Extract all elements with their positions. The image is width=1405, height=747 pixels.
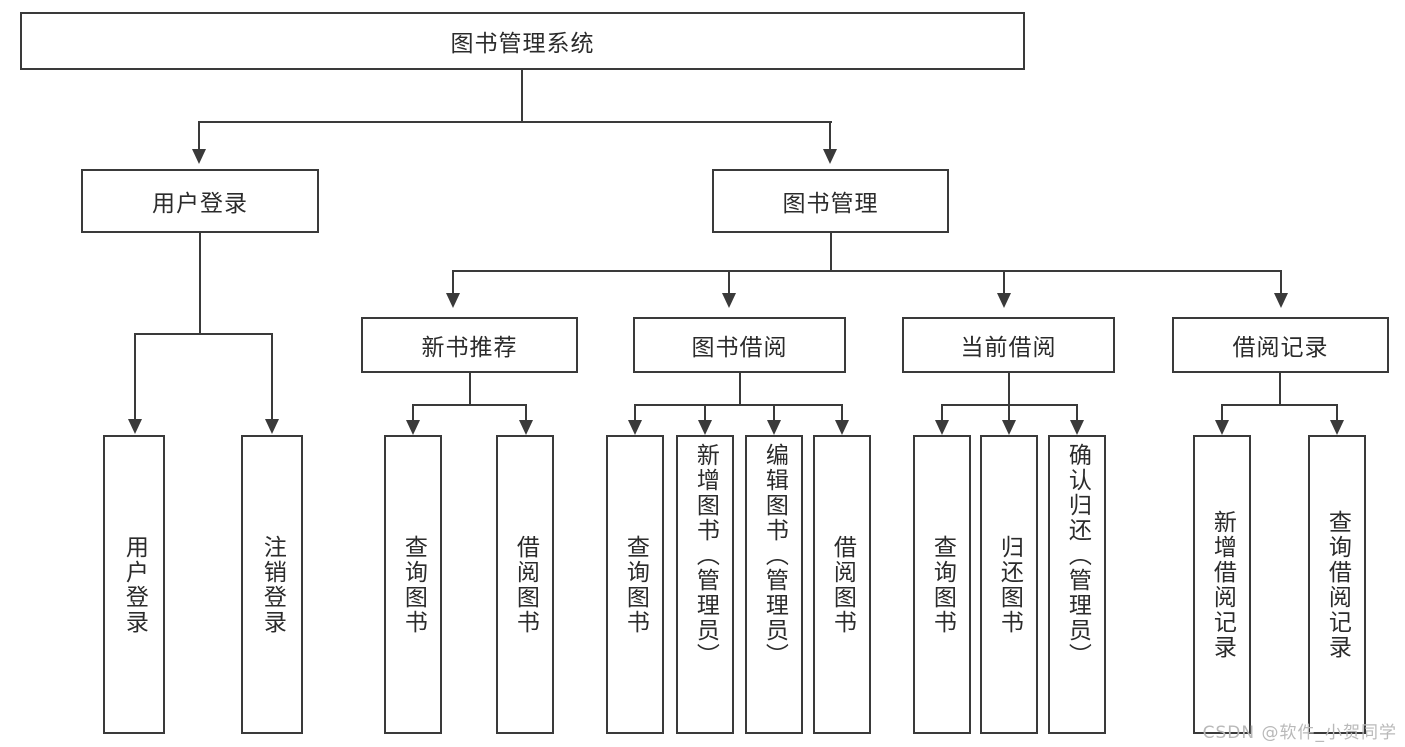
connector-user-login-drop-1 — [134, 333, 136, 419]
connector-bb-drop-3 — [773, 404, 775, 420]
connector-user-login-bus — [134, 333, 273, 335]
arrow-to-leaf-add-book — [698, 420, 712, 435]
node-current-borrow[interactable]: 当前借阅 — [902, 317, 1115, 373]
node-leaf-confirm-return-label: 确认归还（管理员） — [1064, 443, 1091, 668]
node-leaf-query-book-3[interactable]: 查询图书 — [913, 435, 971, 734]
node-borrow-record-label: 借阅记录 — [1232, 335, 1329, 361]
arrow-to-leaf-query-record — [1330, 420, 1344, 435]
arrow-to-leaf-borrow-book-2 — [835, 420, 849, 435]
connector-book-manage-drop-4 — [1280, 270, 1282, 293]
connector-bb-drop-1 — [634, 404, 636, 420]
node-root-label: 图书管理系统 — [450, 31, 595, 57]
node-user-login[interactable]: 用户登录 — [81, 169, 319, 233]
connector-br-drop-1 — [1221, 404, 1223, 420]
node-leaf-return-book[interactable]: 归还图书 — [980, 435, 1038, 734]
connector-book-manage-bus — [452, 270, 1282, 272]
arrow-to-leaf-query-book-1 — [406, 420, 420, 435]
connector-borrow-record-bus — [1221, 404, 1338, 406]
node-root[interactable]: 图书管理系统 — [20, 12, 1025, 70]
connector-root-drop-right — [829, 121, 831, 149]
arrow-to-leaf-logout — [265, 419, 279, 434]
connector-new-book-recommend-trunk — [469, 373, 471, 405]
csdn-watermark: CSDN @软件_小贺同学 — [1202, 723, 1397, 743]
connector-nbr-drop-1 — [412, 404, 414, 420]
connector-bb-drop-2 — [704, 404, 706, 420]
arrow-to-borrow-record — [1274, 293, 1288, 308]
node-new-book-recommend-label: 新书推荐 — [421, 335, 518, 361]
node-book-borrow-label: 图书借阅 — [691, 335, 788, 361]
node-leaf-query-book-2[interactable]: 查询图书 — [606, 435, 664, 734]
node-borrow-record[interactable]: 借阅记录 — [1172, 317, 1389, 373]
node-leaf-edit-book-label: 编辑图书（管理员） — [761, 443, 788, 668]
arrow-to-leaf-edit-book — [767, 420, 781, 435]
arrow-to-leaf-confirm-return — [1070, 420, 1084, 435]
node-leaf-query-book-1[interactable]: 查询图书 — [384, 435, 442, 734]
connector-br-drop-2 — [1336, 404, 1338, 420]
node-leaf-borrow-book-1[interactable]: 借阅图书 — [496, 435, 554, 734]
connector-borrow-record-trunk — [1279, 373, 1281, 405]
node-leaf-add-book-label: 新增图书（管理员） — [692, 443, 719, 668]
node-leaf-query-record[interactable]: 查询借阅记录 — [1308, 435, 1366, 734]
connector-user-login-trunk — [199, 233, 201, 334]
node-leaf-borrow-book-2-label: 借阅图书 — [829, 534, 856, 635]
connector-book-manage-drop-1 — [452, 270, 454, 293]
connector-book-borrow-trunk — [739, 373, 741, 405]
node-leaf-logout-label: 注销登录 — [259, 534, 286, 635]
node-book-manage-label: 图书管理 — [782, 191, 879, 217]
node-leaf-user-login-label: 用户登录 — [121, 534, 148, 635]
node-leaf-user-login[interactable]: 用户登录 — [103, 435, 165, 734]
node-leaf-add-record[interactable]: 新增借阅记录 — [1193, 435, 1251, 734]
connector-root-trunk — [521, 70, 523, 122]
node-book-manage[interactable]: 图书管理 — [712, 169, 949, 233]
node-leaf-query-book-3-label: 查询图书 — [929, 534, 956, 635]
node-leaf-query-book-1-label: 查询图书 — [400, 534, 427, 635]
arrow-to-leaf-query-book-2 — [628, 420, 642, 435]
node-leaf-logout[interactable]: 注销登录 — [241, 435, 303, 734]
arrow-to-new-book-recommend — [446, 293, 460, 308]
arrow-to-book-borrow — [722, 293, 736, 308]
arrow-to-book-manage — [823, 149, 837, 164]
connector-book-manage-trunk — [830, 233, 832, 271]
connector-cb-drop-3 — [1076, 404, 1078, 420]
node-leaf-borrow-book-1-label: 借阅图书 — [512, 534, 539, 635]
arrow-to-leaf-add-record — [1215, 420, 1229, 435]
node-leaf-query-book-2-label: 查询图书 — [622, 534, 649, 635]
node-current-borrow-label: 当前借阅 — [960, 335, 1057, 361]
connector-nbr-drop-2 — [525, 404, 527, 420]
node-leaf-edit-book[interactable]: 编辑图书（管理员） — [745, 435, 803, 734]
connector-book-manage-drop-2 — [728, 270, 730, 293]
arrow-to-user-login — [192, 149, 206, 164]
connector-book-manage-drop-3 — [1003, 270, 1005, 293]
node-book-borrow[interactable]: 图书借阅 — [633, 317, 846, 373]
node-user-login-label: 用户登录 — [152, 191, 248, 217]
connector-root-drop-left — [198, 121, 200, 149]
node-leaf-add-book[interactable]: 新增图书（管理员） — [676, 435, 734, 734]
connector-bb-drop-4 — [841, 404, 843, 420]
arrow-to-leaf-borrow-book-1 — [519, 420, 533, 435]
connector-cb-drop-1 — [941, 404, 943, 420]
arrow-to-leaf-return-book — [1002, 420, 1016, 435]
connector-book-borrow-bus — [634, 404, 843, 406]
connector-current-borrow-trunk — [1008, 373, 1010, 405]
node-leaf-add-record-label: 新增借阅记录 — [1209, 509, 1236, 660]
node-leaf-query-record-label: 查询借阅记录 — [1324, 509, 1351, 660]
arrow-to-leaf-user-login — [128, 419, 142, 434]
connector-root-bus — [198, 121, 832, 123]
connector-new-book-recommend-bus — [412, 404, 527, 406]
node-leaf-confirm-return[interactable]: 确认归还（管理员） — [1048, 435, 1106, 734]
node-leaf-borrow-book-2[interactable]: 借阅图书 — [813, 435, 871, 734]
arrow-to-current-borrow — [997, 293, 1011, 308]
connector-user-login-drop-2 — [271, 333, 273, 419]
connector-cb-drop-2 — [1008, 404, 1010, 420]
arrow-to-leaf-query-book-3 — [935, 420, 949, 435]
node-leaf-return-book-label: 归还图书 — [996, 534, 1023, 635]
node-new-book-recommend[interactable]: 新书推荐 — [361, 317, 578, 373]
